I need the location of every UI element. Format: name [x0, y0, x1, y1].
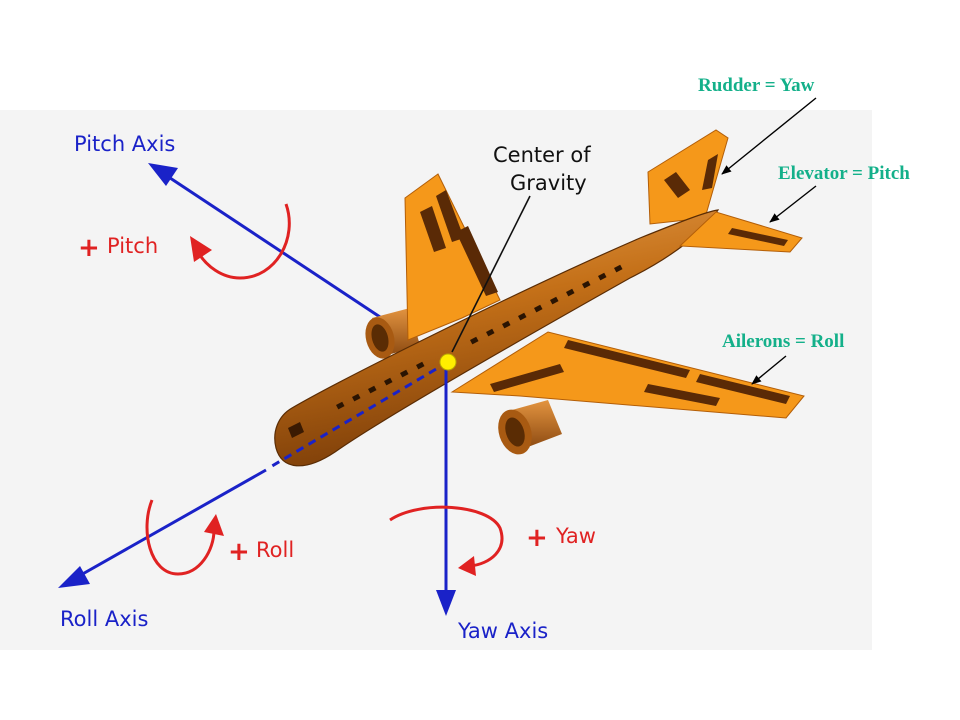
center-of-gravity-dot — [439, 353, 457, 371]
aircraft — [274, 129, 805, 467]
elevator-label: Elevator = Pitch — [778, 163, 910, 184]
rudder-label: Rudder = Yaw — [698, 75, 815, 96]
pitch-rotation-arrow — [196, 203, 291, 280]
yaw-plus-sign: + — [526, 523, 548, 553]
cg-pointer-line — [451, 195, 531, 353]
cg-label-line2: Gravity — [510, 171, 587, 195]
vertical-tail — [647, 129, 729, 225]
yaw-axis-label: Yaw Axis — [457, 619, 548, 643]
yaw-rotation-arrow — [389, 505, 504, 568]
left-wing — [404, 173, 501, 341]
near-engine — [498, 400, 562, 455]
pitch-axis-label: Pitch Axis — [74, 132, 175, 156]
rudder-pointer — [721, 97, 817, 175]
roll-rotation-arrow — [145, 499, 216, 576]
elevator-pointer — [769, 185, 817, 223]
roll-axis-arrowhead — [58, 566, 90, 588]
roll-axis — [58, 468, 267, 588]
horizontal-stabilizer — [678, 211, 803, 253]
roll-axis-label: Roll Axis — [60, 607, 148, 631]
yaw-motion-label: Yaw — [555, 524, 596, 548]
yaw-axis — [436, 364, 456, 616]
right-wing — [450, 331, 805, 419]
yaw-rotation-arrowhead — [458, 556, 476, 576]
yaw-axis-arrowhead — [436, 590, 456, 616]
cg-label-line1: Center of — [493, 143, 591, 167]
passenger-windows — [336, 264, 623, 410]
fuselage — [274, 209, 720, 467]
pitch-axis-arrowhead — [148, 163, 178, 186]
roll-plus-sign: + — [228, 537, 250, 567]
pitch-rotation-arrowhead — [190, 236, 212, 262]
roll-motion-label: Roll — [256, 538, 294, 562]
pitch-plus-sign: + — [78, 233, 100, 263]
cockpit-window — [288, 422, 304, 438]
ailerons-pointer — [751, 355, 787, 385]
roll-rotation-arrowhead — [204, 514, 224, 536]
roll-axis-dashed — [271, 360, 449, 468]
pitch-motion-label: Pitch — [107, 234, 158, 258]
ailerons-label: Ailerons = Roll — [722, 331, 844, 352]
